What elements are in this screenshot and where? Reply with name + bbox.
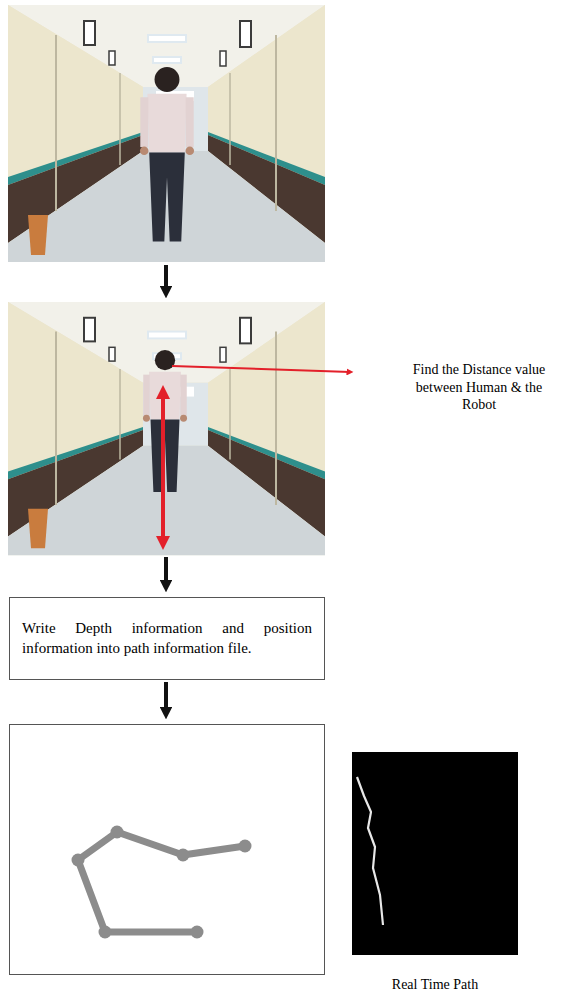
box-text: Write Depth information and position inf…: [22, 619, 312, 658]
real-time-path-line: [357, 777, 383, 925]
distance-arrow: [161, 392, 165, 543]
flow-arrow: [164, 682, 168, 713]
leader-line: [172, 366, 350, 372]
callout-note: Find the Distance value between Human & …: [398, 361, 560, 414]
path-sketch: [78, 832, 245, 932]
real-time-path-image: [352, 752, 518, 955]
flow-arrow: [164, 265, 168, 292]
image-caption: Real Time Path: [365, 976, 505, 994]
path-panel: [10, 725, 325, 975]
process-box: Write Depth information and position inf…: [9, 597, 325, 680]
path-points: [72, 826, 252, 939]
flow-arrow: [164, 557, 168, 586]
